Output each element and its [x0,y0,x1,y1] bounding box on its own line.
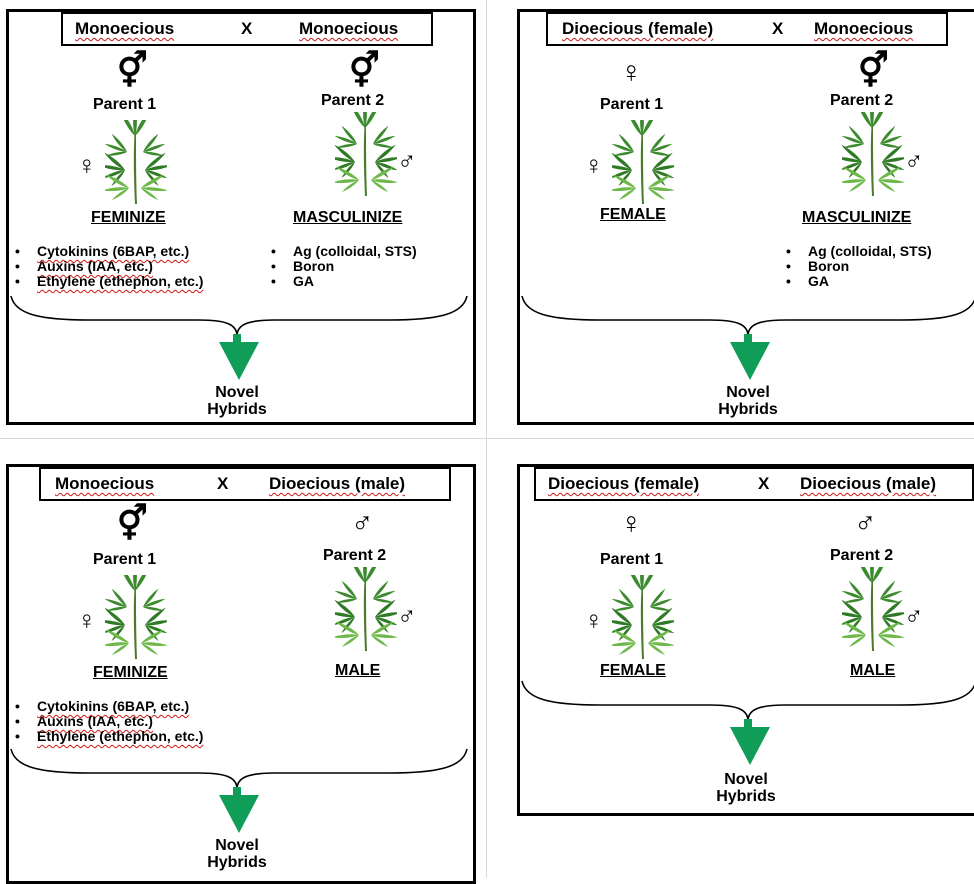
parent-2-label: Parent 2 [830,547,894,564]
male-symbol-icon: ♂ [397,146,417,176]
male-symbol-icon: ♂ [351,507,374,540]
cross-title-box: Monoecious X Dioecious (male) [39,467,451,501]
male-symbol-icon: ♂ [397,601,417,631]
parent-1-label: Parent 1 [93,551,157,568]
monoecious-symbol-icon: ⚥ [117,52,148,90]
merge-brace-arrow [10,748,468,833]
feminize-label: FEMINIZE [93,664,168,681]
monoecious-symbol-icon: ⚥ [117,505,148,543]
treatment-item: Ethylene (ethephon, etc.) [11,729,203,745]
page-guide-horizontal [0,438,974,439]
left-parent-title: Dioecious (female) [562,19,714,38]
merge-brace-arrow [521,680,974,765]
cannabis-plant-image [335,567,397,653]
cross-panel-2: Dioecious (female) X Monoecious ♀ ⚥ Pare… [517,9,974,425]
female-symbol-icon: ♀ [620,56,643,89]
merge-brace-arrow [10,295,468,380]
cross-panel-1: Monoecious X Monoecious ⚥ ⚥ Parent 1 Par… [6,9,476,425]
treatment-item: Cytokinins (6BAP, etc.) [11,244,203,260]
cross-title-box: Dioecious (female) X Monoecious [546,12,948,46]
page-guide-vertical [486,0,487,878]
monoecious-symbol-icon: ⚥ [349,52,380,90]
feminize-treatment-list: Cytokinins (6BAP, etc.) Auxins (IAA, etc… [11,244,203,290]
treatment-item: Boron [267,259,417,275]
novel-hybrids-label: Novel Hybrids [716,771,776,805]
treatment-item: Ag (colloidal, STS) [267,244,417,260]
cross-panel-4: Dioecious (female) X Dioecious (male) ♀ … [517,464,974,816]
novel-hybrids-label: Novel Hybrids [207,384,267,418]
parent-2-label: Parent 2 [323,547,387,564]
treatment-item: GA [782,274,932,290]
cannabis-plant-image [105,575,167,661]
cross-sign: X [217,474,229,493]
male-symbol-icon: ♂ [904,601,924,631]
masculinize-label: MASCULINIZE [293,209,403,226]
cannabis-plant-image [612,575,674,661]
female-symbol-icon: ♀ [584,605,604,635]
treatment-item: Cytokinins (6BAP, etc.) [11,699,203,715]
monoecious-symbol-icon: ⚥ [858,52,889,90]
cross-panel-3: Monoecious X Dioecious (male) ⚥ ♂ Parent… [6,464,476,884]
left-parent-title: Monoecious [55,474,155,493]
cannabis-plant-image [612,120,674,206]
merge-brace-arrow [521,295,974,380]
treatment-item: GA [267,274,417,290]
treatment-item: Boron [782,259,932,275]
cross-sign: X [241,19,253,38]
female-label: FEMALE [600,206,666,223]
treatment-item: Auxins (IAA, etc.) [11,259,203,275]
left-parent-title: Monoecious [75,19,175,38]
right-parent-title: Monoecious [814,19,914,38]
parent-2-label: Parent 2 [321,92,385,109]
novel-hybrids-label: Novel Hybrids [718,384,778,418]
cross-title-box: Dioecious (female) X Dioecious (male) [534,467,974,501]
male-label: MALE [850,662,896,679]
masculinize-treatment-list: Ag (colloidal, STS) Boron GA [782,244,932,290]
treatment-item: Auxins (IAA, etc.) [11,714,203,730]
female-symbol-icon: ♀ [584,150,604,180]
parent-1-label: Parent 1 [600,551,664,568]
male-label: MALE [335,662,381,679]
male-symbol-icon: ♂ [904,146,924,176]
parent-2-label: Parent 2 [830,92,894,109]
cross-sign: X [772,19,784,38]
masculinize-treatment-list: Ag (colloidal, STS) Boron GA [267,244,417,290]
cross-sign: X [758,474,770,493]
right-parent-title: Dioecious (male) [269,474,406,493]
female-label: FEMALE [600,662,666,679]
male-symbol-icon: ♂ [854,507,877,540]
masculinize-label: MASCULINIZE [802,209,912,226]
parent-1-label: Parent 1 [93,96,157,113]
female-symbol-icon: ♀ [77,150,97,180]
cross-title-box: Monoecious X Monoecious [61,12,433,46]
female-symbol-icon: ♀ [77,605,97,635]
cannabis-plant-image [105,120,167,206]
cannabis-plant-image [335,112,397,198]
right-parent-title: Monoecious [299,19,399,38]
right-parent-title: Dioecious (male) [800,474,937,493]
treatment-item: Ethylene (ethephon, etc.) [11,274,203,290]
female-symbol-icon: ♀ [620,507,643,540]
feminize-treatment-list: Cytokinins (6BAP, etc.) Auxins (IAA, etc… [11,699,203,745]
novel-hybrids-label: Novel Hybrids [207,837,267,871]
cannabis-plant-image [842,567,904,653]
parent-1-label: Parent 1 [600,96,664,113]
cannabis-plant-image [842,112,904,198]
feminize-label: FEMINIZE [91,209,166,226]
left-parent-title: Dioecious (female) [548,474,700,493]
treatment-item: Ag (colloidal, STS) [782,244,932,260]
